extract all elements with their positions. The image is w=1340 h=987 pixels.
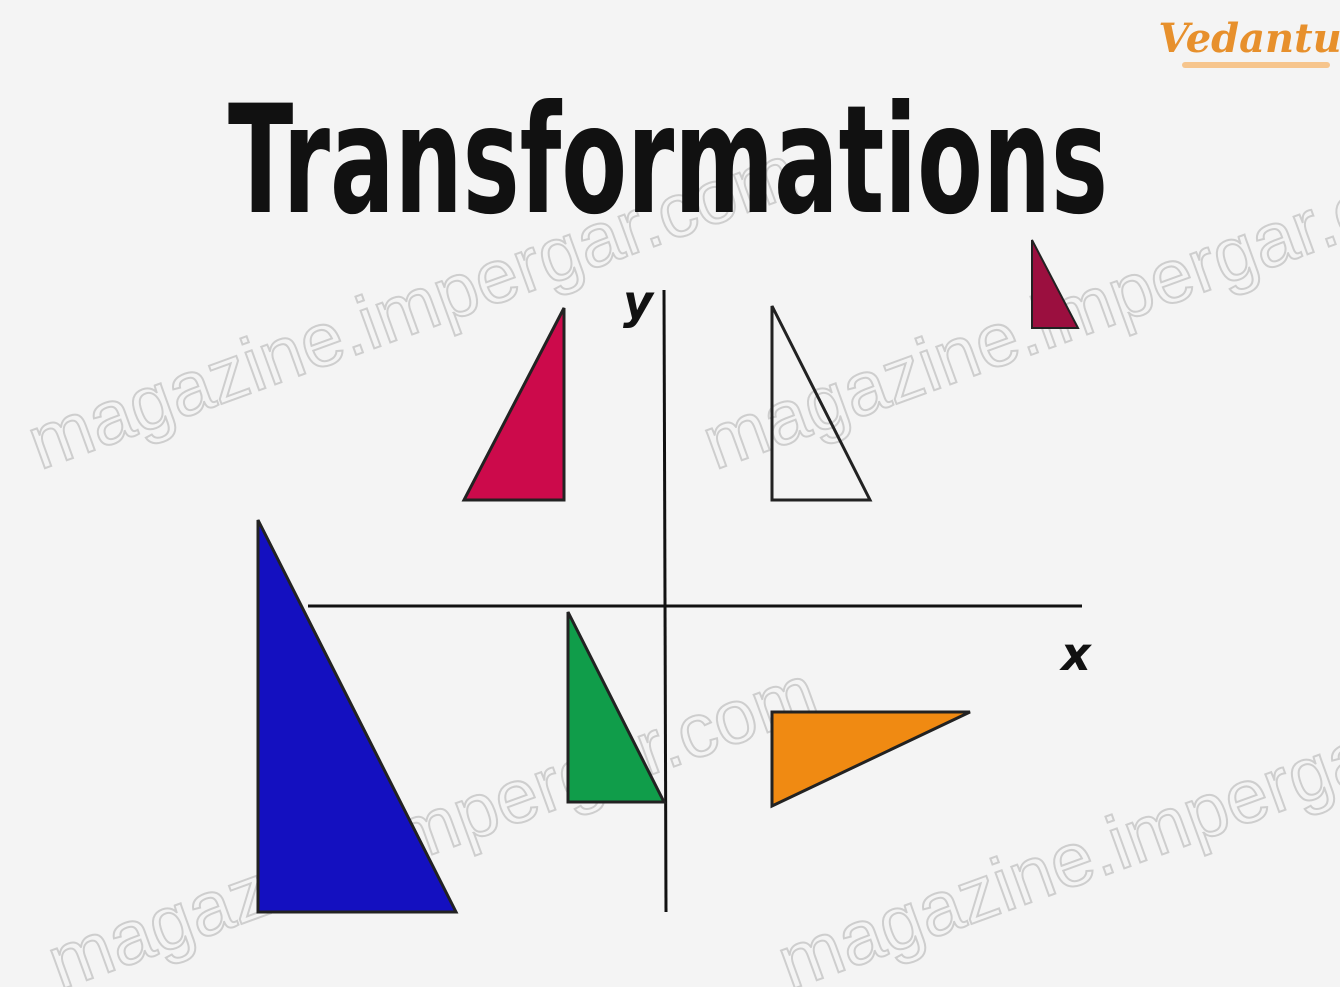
y-axis [662,289,668,913]
x-axis-label: x [1059,627,1092,681]
vedantu-logo: Vedantu [1158,15,1340,68]
green-triangle [566,611,667,804]
small-maroon-triangle [1031,239,1080,329]
y-axis-label: y [623,275,655,329]
blue-triangle [256,519,459,914]
watermark-text: magazine.impergar.com [37,649,828,987]
watermarks: magazine.impergar.com magazine.impergar.… [16,128,1340,987]
orange-triangle [770,710,971,809]
outline-triangle [770,305,873,502]
shapes [256,239,1080,914]
page-title: Transformations [228,74,1108,248]
crimson-triangle [461,307,566,502]
logo-underline [1182,62,1330,68]
coordinate-axes: y x [308,275,1092,913]
logo-text: Vedantu [1158,15,1340,62]
watermark-text: magazine.impergar.com [767,649,1340,987]
